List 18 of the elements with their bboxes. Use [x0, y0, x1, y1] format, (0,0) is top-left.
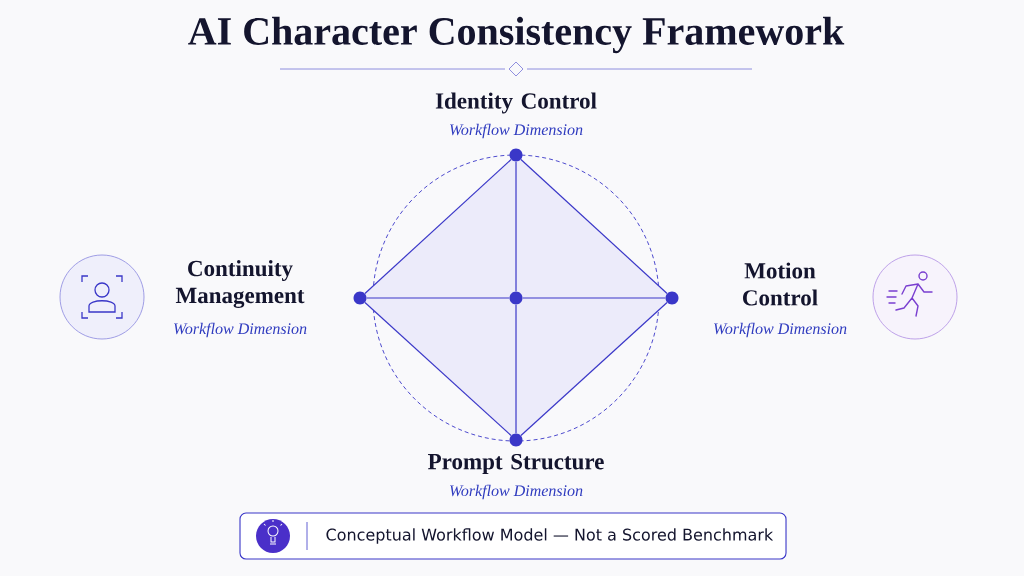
dimension-title: Continuity Management [175, 260, 305, 309]
note-box: Conceptual Workflow Model — Not a Scored Benchmark [239, 512, 787, 560]
connector-line [366, 297, 510, 299]
title: AI Character Consistency Framework [188, 16, 845, 54]
dimension-title: Motion Control [743, 262, 818, 306]
dimension-title: Identity Control [435, 92, 597, 114]
connector-line [515, 161, 517, 292]
dimension-subtitle: Workflow Dimension [714, 322, 847, 338]
connector-line [520, 158, 668, 295]
dimension-subtitle: Workflow Dimension [450, 484, 583, 500]
connector-line [364, 301, 512, 437]
connector-line [520, 301, 668, 437]
connector-line [364, 158, 512, 295]
dimension-title: Prompt Structure [428, 453, 604, 475]
connector-line [515, 304, 517, 434]
dimension-subtitle: Workflow Dimension [450, 123, 583, 139]
connector-line [522, 297, 666, 299]
dimension-subtitle: Workflow Dimension [174, 322, 307, 338]
